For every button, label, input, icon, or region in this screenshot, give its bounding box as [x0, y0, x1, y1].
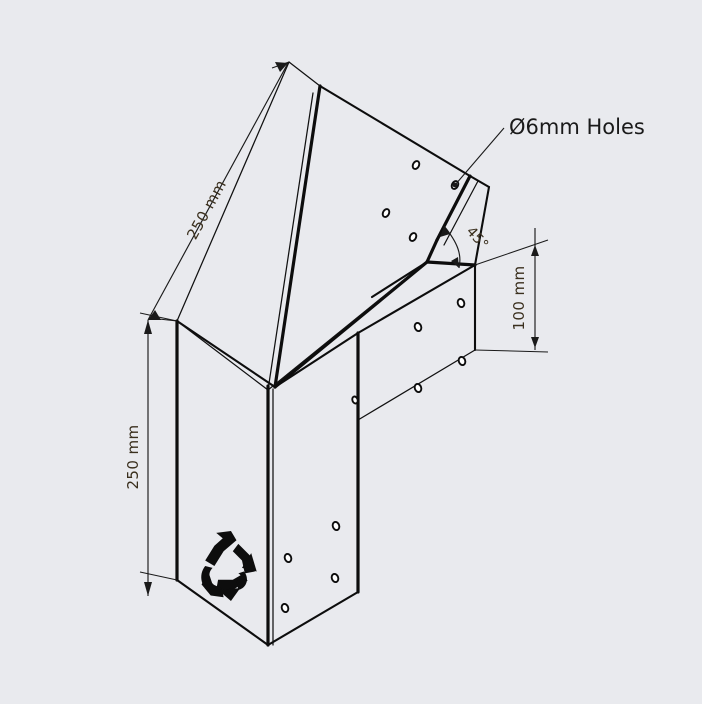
hole: [413, 321, 423, 333]
hole: [457, 355, 467, 367]
hole: [413, 382, 423, 394]
dimension-label-width: 100 mm: [510, 265, 528, 330]
hole-group: [280, 160, 467, 614]
dimension-height-250mm: 250 mm: [124, 312, 178, 596]
hole: [456, 297, 466, 309]
duct-body-outline: [175, 61, 491, 647]
hole: [283, 552, 293, 564]
hole: [408, 232, 418, 242]
hole-note-label: Ø6mm Holes: [509, 115, 645, 139]
dimension-label-height: 250 mm: [124, 424, 142, 489]
recycle-icon: [201, 531, 257, 601]
hole: [351, 395, 359, 405]
dimension-width-100mm: 100 mm: [474, 228, 549, 353]
leader-dot: [452, 182, 458, 188]
hole: [280, 602, 290, 614]
hole: [330, 572, 340, 584]
hole-note-callout: Ø6mm Holes: [452, 115, 645, 188]
hole: [381, 208, 391, 218]
hole: [411, 160, 421, 170]
hole: [331, 520, 341, 532]
